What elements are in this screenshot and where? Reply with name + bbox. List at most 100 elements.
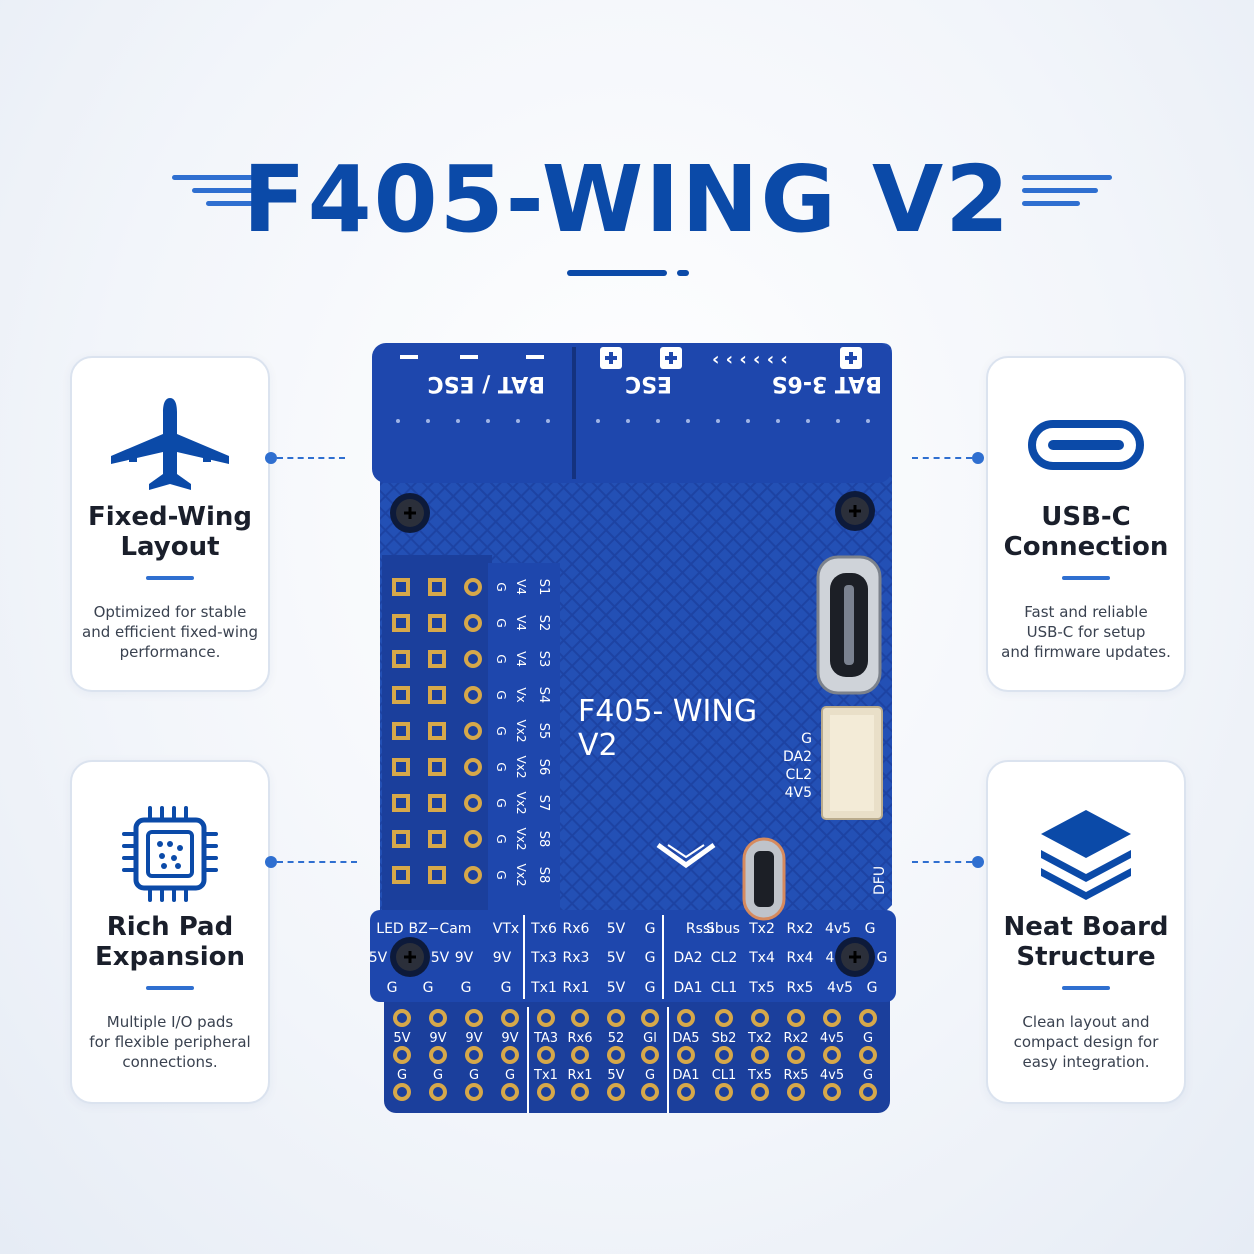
card-divider: [1062, 986, 1110, 990]
pad-label: BZ−Cam: [409, 921, 472, 937]
page-title: F405-WING V2: [242, 146, 1012, 253]
pad-label: Tx1: [530, 980, 557, 996]
svg-text:G: G: [801, 731, 812, 747]
servo-voltage-label: Vx2: [514, 720, 528, 743]
connector-line: [912, 457, 972, 459]
servo-label: S5: [536, 723, 551, 740]
pad-label: DA2: [673, 950, 702, 966]
pad-label: Rx2: [787, 921, 814, 937]
pad-label: G: [867, 980, 878, 996]
pad-label: Sbus: [706, 921, 740, 937]
pad-label: 4v5: [820, 1031, 844, 1046]
pad-label: 5V: [393, 1031, 410, 1046]
pad-label: Rx5: [787, 980, 814, 996]
servo-label: S7: [536, 795, 551, 812]
svg-text:DFU: DFU: [872, 866, 888, 895]
connector-line: [277, 861, 357, 863]
pad-label: 4v5: [820, 1068, 844, 1083]
card-divider: [146, 576, 194, 580]
pad-label: DA5: [673, 1031, 700, 1046]
pad-label: TA3: [533, 1031, 558, 1046]
usb-c-port: [816, 555, 882, 695]
servo-ground-label: G: [494, 582, 508, 591]
servo-voltage-label: Vx2: [514, 864, 528, 887]
servo-ground-label: G: [494, 834, 508, 843]
servo-ground-label: G: [494, 870, 508, 879]
pad-label: G: [461, 980, 472, 996]
screw-icon: [390, 491, 875, 977]
pad-label: 52: [608, 1031, 625, 1046]
servo-voltage-label: Vx: [514, 687, 528, 702]
servo-voltage-label: V4: [514, 579, 528, 595]
pad-label: G: [645, 921, 656, 937]
pad-label: Rx3: [563, 950, 590, 966]
connector-line: [912, 861, 972, 863]
title-underline: [567, 270, 689, 289]
svg-text:BAT / ESC: BAT / ESC: [428, 371, 545, 396]
pad-label: 4: [826, 950, 835, 966]
card-divider: [1062, 576, 1110, 580]
pad-label: G: [387, 980, 398, 996]
pad-label: G: [645, 1068, 655, 1083]
pad-label: Rx2: [784, 1031, 809, 1046]
pad-label: G: [505, 1068, 515, 1083]
airplane-icon: [72, 394, 268, 494]
servo-label: S4: [536, 687, 551, 704]
pad-label: Rssi: [686, 921, 714, 937]
connector-dot: [972, 452, 984, 464]
servo-label: S8: [536, 867, 551, 884]
pad-label: Rx5: [784, 1068, 809, 1083]
pad-label: Rx6: [563, 921, 590, 937]
pad-label: Rx1: [568, 1068, 593, 1083]
pad-label: DA1: [673, 1068, 700, 1083]
extension-board: [384, 985, 890, 1113]
plus-icon: [600, 347, 862, 369]
pad-label: 4v5: [825, 921, 851, 937]
servo-ground-label: G: [494, 690, 508, 699]
svg-text:ESC: ESC: [625, 371, 672, 396]
connector-dot: [265, 856, 277, 868]
card-divider: [146, 986, 194, 990]
pad-label: 9V: [455, 950, 474, 966]
power-header: [372, 343, 892, 483]
svg-text:‹ ‹ ‹ ‹ ‹ ‹: ‹ ‹ ‹ ‹ ‹ ‹: [712, 349, 788, 370]
pad-label: Sb2: [712, 1031, 737, 1046]
pad-label: CL1: [712, 1068, 737, 1083]
pad-label: G: [877, 950, 888, 966]
pad-label: 5V: [607, 950, 626, 966]
connector-dot: [972, 856, 984, 868]
servo-voltage-label: V4: [514, 615, 528, 631]
pad-label: Tx4: [748, 950, 775, 966]
servo-ground-label: G: [494, 618, 508, 627]
pad-label: G: [863, 1031, 873, 1046]
pad-label: G: [865, 921, 876, 937]
pad-label: 9V: [493, 950, 512, 966]
pad-label: Tx5: [747, 1068, 772, 1083]
servo-ground-label: G: [494, 762, 508, 771]
svg-text:DA2: DA2: [783, 749, 812, 765]
pad-label: 5V: [607, 980, 626, 996]
pad-label: LED: [376, 921, 403, 937]
pad-label: VTx: [493, 921, 519, 937]
pad-label: Rx1: [563, 980, 590, 996]
svg-text:4V5: 4V5: [785, 785, 812, 801]
svg-text:BAT 3-6S: BAT 3-6S: [772, 371, 882, 396]
usb-c-icon: [988, 394, 1184, 494]
pad-label: G: [423, 980, 434, 996]
svg-text:V2: V2: [578, 728, 618, 763]
servo-ground-label: G: [494, 798, 508, 807]
pad-label: 9V: [501, 1031, 518, 1046]
pad-label: G: [863, 1068, 873, 1083]
pad-label: 4v5: [827, 980, 853, 996]
pad-label: G: [501, 980, 512, 996]
svg-text:CL2: CL2: [786, 767, 812, 783]
servo-label: S2: [536, 615, 551, 632]
speed-lines-left: [172, 175, 270, 214]
pad-label: DA1: [673, 980, 702, 996]
